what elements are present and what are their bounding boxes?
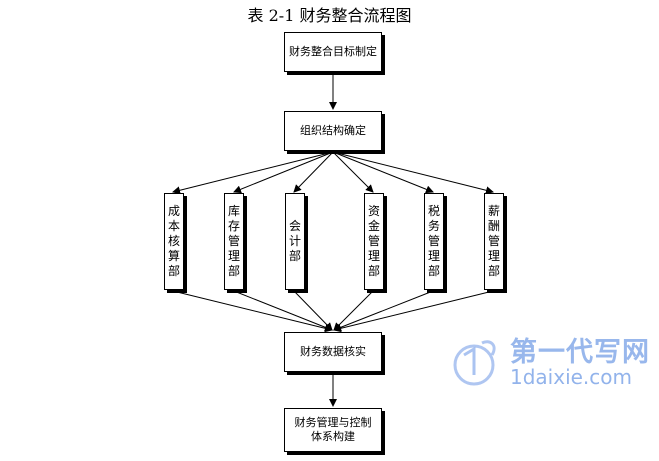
node-dept-cost: 成本核算部 [164, 193, 184, 290]
node-system: 财务管理与控制体系构建 [284, 408, 382, 452]
arrow-dept-4-to-verify [333, 290, 374, 331]
node-structure: 组织结构确定 [284, 111, 382, 151]
dept-label: 税务管理部 [427, 204, 440, 278]
watermark-cn: 第一代写网 [510, 337, 650, 368]
dept-label: 会计部 [288, 219, 301, 263]
arrow-structure-to-dept-1 [172, 151, 334, 195]
arrow-structure-to-dept-6 [332, 151, 494, 195]
diagram-title: 表 2-1 财务整合流程图 [247, 6, 412, 25]
arrow-structure-to-dept-5 [332, 151, 434, 194]
node-system-label: 财务管理与控制体系构建 [294, 416, 372, 443]
node-goal-label: 财务整合目标制定 [289, 45, 377, 58]
arrow-structure-to-dept-2 [233, 151, 334, 194]
node-structure-label: 组织结构确定 [300, 124, 366, 137]
node-verify-label: 财务数据核实 [300, 345, 366, 358]
watermark-logo-icon [453, 340, 496, 386]
arrow-dept-6-to-verify [333, 290, 494, 333]
node-dept-payroll: 薪酬管理部 [484, 193, 504, 290]
node-goal: 财务整合目标制定 [284, 32, 382, 72]
arrow-dept-3-to-verify [293, 290, 333, 331]
arrow-structure-to-dept-3 [293, 151, 334, 193]
node-dept-funds: 资金管理部 [364, 193, 384, 290]
arrow-dept-5-to-verify [333, 290, 434, 332]
dept-label: 薪酬管理部 [487, 204, 500, 278]
arrow-structure-to-dept-4 [332, 151, 374, 193]
arrow-dept-2-to-verify [233, 290, 333, 332]
node-dept-tax: 税务管理部 [424, 193, 444, 290]
dept-label: 成本核算部 [167, 204, 180, 278]
arrow-dept-1-to-verify [172, 290, 333, 333]
node-dept-accounting: 会计部 [285, 193, 305, 290]
dept-label: 资金管理部 [367, 204, 380, 278]
dept-label: 库存管理部 [227, 204, 240, 278]
watermark-en: 1daixie.com [510, 365, 633, 389]
node-verify: 财务数据核实 [284, 332, 382, 372]
node-dept-inventory: 库存管理部 [224, 193, 244, 290]
